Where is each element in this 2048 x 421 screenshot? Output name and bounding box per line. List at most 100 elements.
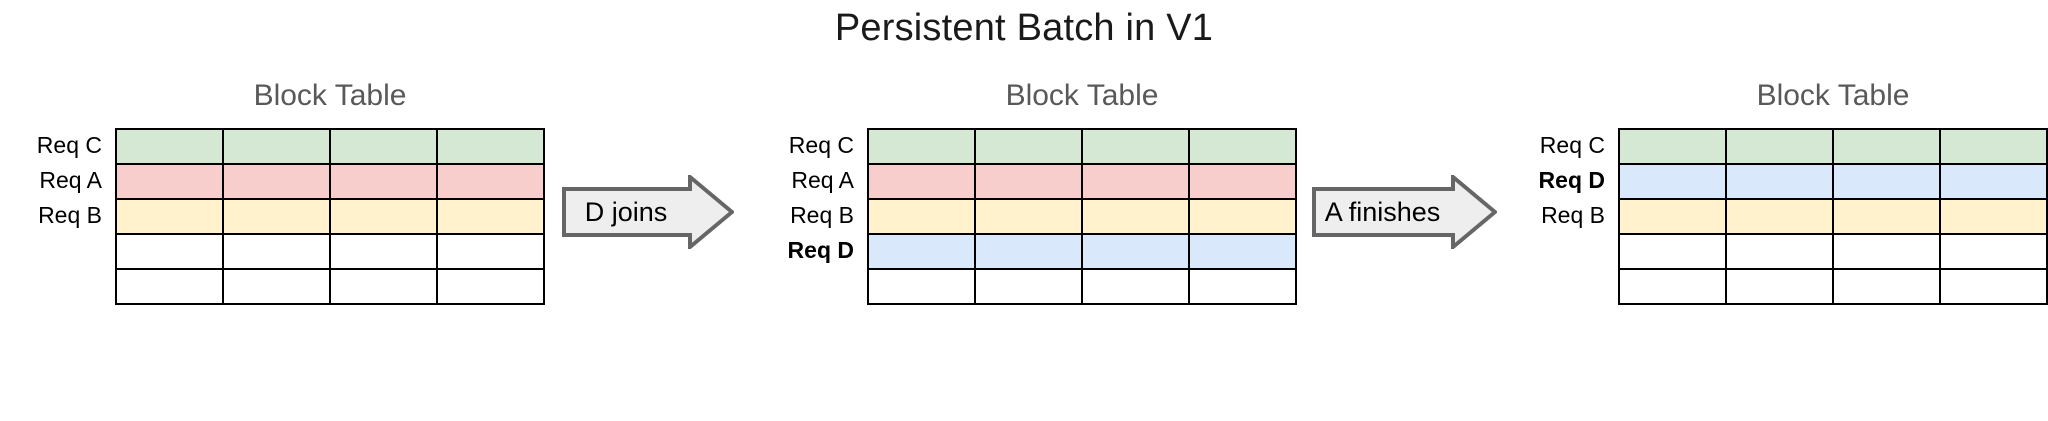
block-table-grid-3 xyxy=(1618,128,2048,305)
arrow-shape-a-finishes xyxy=(1312,175,1497,249)
block-cell xyxy=(1725,268,1834,305)
block-cell xyxy=(222,268,331,305)
table-row xyxy=(1618,198,2048,235)
block-cell xyxy=(436,163,545,200)
block-cell xyxy=(867,128,976,165)
block-cell xyxy=(1618,233,1727,270)
row-label-1-0: Req C xyxy=(36,132,102,158)
block-table-grid-1 xyxy=(115,128,545,305)
block-cell xyxy=(329,268,438,305)
block-cell xyxy=(329,128,438,165)
table-row xyxy=(115,233,545,270)
block-table-grid-2 xyxy=(867,128,1297,305)
table-row xyxy=(115,128,545,165)
block-cell xyxy=(1832,163,1941,200)
row-label-2-0: Req C xyxy=(788,132,854,158)
block-cell xyxy=(867,198,976,235)
block-cell xyxy=(436,268,545,305)
block-cell xyxy=(974,233,1083,270)
block-cell xyxy=(222,163,331,200)
block-cell xyxy=(436,198,545,235)
block-cell xyxy=(222,198,331,235)
row-label-1-1: Req A xyxy=(39,167,102,193)
row-label-list-2: Req C Req A Req B Req D xyxy=(744,128,862,303)
block-cell xyxy=(1081,198,1190,235)
table-row xyxy=(867,198,1297,235)
block-cell xyxy=(974,268,1083,305)
block-cell xyxy=(1939,128,2048,165)
block-cell xyxy=(1832,268,1941,305)
block-cell xyxy=(1081,233,1190,270)
block-cell xyxy=(115,198,224,235)
block-cell xyxy=(1725,128,1834,165)
table-row xyxy=(867,268,1297,305)
row-label-2-2: Req B xyxy=(790,202,854,228)
block-cell xyxy=(1188,163,1297,200)
block-table-title-3: Block Table xyxy=(1756,79,1910,112)
block-table-title-1: Block Table xyxy=(253,79,407,112)
row-label-2-3: Req D xyxy=(787,237,854,263)
row-label-1-2: Req B xyxy=(38,202,102,228)
block-cell xyxy=(1188,268,1297,305)
block-cell xyxy=(1939,163,2048,200)
row-label-list-3: Req C Req D Req B xyxy=(1495,128,1613,303)
row-label-3-2: Req B xyxy=(1541,202,1605,228)
block-cell xyxy=(974,198,1083,235)
arrow-d-joins: D joins xyxy=(562,175,734,249)
block-cell xyxy=(222,128,331,165)
row-label-3-1: Req D xyxy=(1538,167,1605,193)
table-row xyxy=(867,128,1297,165)
block-cell xyxy=(115,163,224,200)
block-cell xyxy=(1832,198,1941,235)
block-cell xyxy=(1618,198,1727,235)
row-label-3-0: Req C xyxy=(1539,132,1605,158)
block-cell xyxy=(1618,128,1727,165)
block-cell xyxy=(436,233,545,270)
arrow-a-finishes: A finishes xyxy=(1312,175,1497,249)
table-row xyxy=(1618,163,2048,200)
table-row xyxy=(1618,128,2048,165)
block-cell xyxy=(115,128,224,165)
block-cell xyxy=(1832,233,1941,270)
block-cell xyxy=(1188,128,1297,165)
block-cell xyxy=(1939,198,2048,235)
table-row xyxy=(1618,268,2048,305)
diagram-stage: Block Table Req C Req A Req B D joins Bl… xyxy=(0,78,2048,328)
block-cell xyxy=(974,128,1083,165)
arrow-shape-d-joins xyxy=(562,175,734,249)
block-cell xyxy=(1618,163,1727,200)
block-cell xyxy=(329,233,438,270)
table-row xyxy=(867,233,1297,270)
row-label-list-1: Req C Req A Req B xyxy=(0,128,110,303)
block-cell xyxy=(1081,163,1190,200)
table-row xyxy=(1618,233,2048,270)
block-cell xyxy=(1081,268,1190,305)
table-row xyxy=(867,163,1297,200)
block-cell xyxy=(1188,233,1297,270)
block-cell xyxy=(1939,233,2048,270)
block-cell xyxy=(1188,198,1297,235)
block-cell xyxy=(329,163,438,200)
block-cell xyxy=(1725,163,1834,200)
row-label-2-1: Req A xyxy=(791,167,854,193)
block-cell xyxy=(1725,198,1834,235)
block-cell xyxy=(867,163,976,200)
block-cell xyxy=(1081,128,1190,165)
block-cell xyxy=(974,163,1083,200)
block-cell xyxy=(329,198,438,235)
block-cell xyxy=(222,233,331,270)
table-row xyxy=(115,268,545,305)
table-row xyxy=(115,198,545,235)
block-cell xyxy=(115,268,224,305)
block-cell xyxy=(436,128,545,165)
block-cell xyxy=(115,233,224,270)
block-cell xyxy=(1939,268,2048,305)
block-cell xyxy=(867,233,976,270)
block-table-title-2: Block Table xyxy=(1005,79,1159,112)
block-cell xyxy=(1725,233,1834,270)
block-cell xyxy=(867,268,976,305)
table-row xyxy=(115,163,545,200)
page-title: Persistent Batch in V1 xyxy=(834,7,1214,49)
block-cell xyxy=(1832,128,1941,165)
block-cell xyxy=(1618,268,1727,305)
